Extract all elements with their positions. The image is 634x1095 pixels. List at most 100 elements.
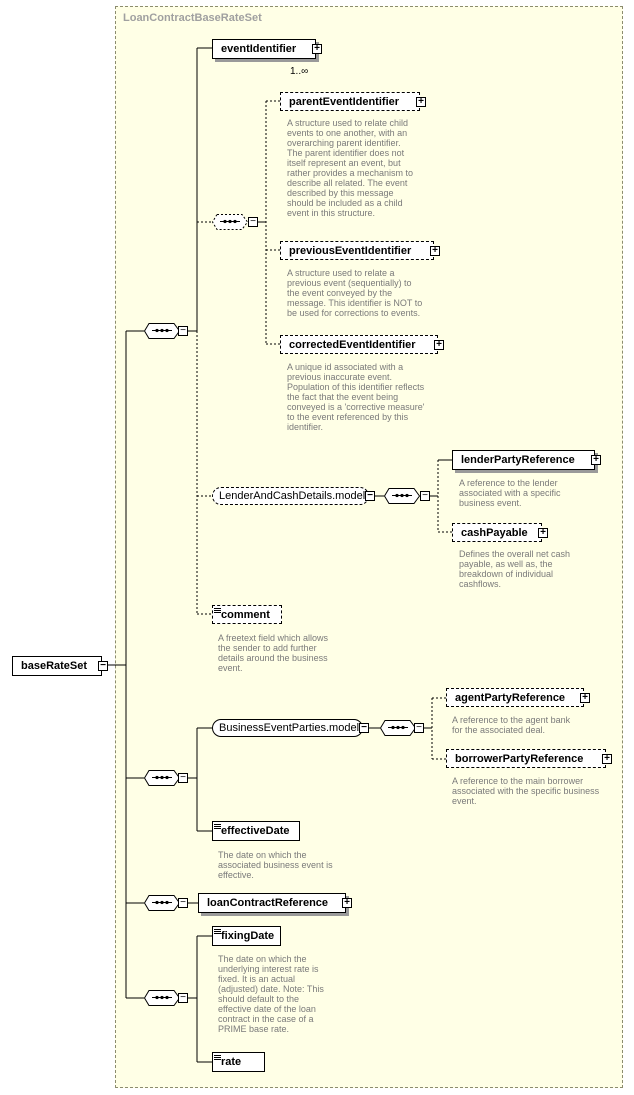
minus-collapse-icon[interactable] bbox=[365, 491, 375, 501]
documentation-line: PRIME base rate. bbox=[218, 1024, 290, 1034]
documentation-line: (adjusted) date. Note: This bbox=[218, 984, 324, 994]
element-borrowerPartyReference[interactable]: borrowerPartyReference bbox=[446, 749, 612, 768]
documentation-line: should default to the bbox=[218, 994, 300, 1004]
documentation-line: associated with a specific bbox=[459, 488, 561, 498]
documentation-line: A reference to the main borrower bbox=[452, 776, 584, 786]
documentation-line: Defines the overall net cash bbox=[459, 549, 571, 559]
documentation-line: cashflows. bbox=[459, 579, 502, 589]
choice-compositor[interactable]: − bbox=[212, 214, 260, 230]
documentation-line: payable, as well as, the bbox=[459, 559, 553, 569]
annotation-icon bbox=[214, 823, 221, 830]
plus-expand-icon[interactable] bbox=[434, 339, 444, 350]
group-BusinessEventParties-model[interactable]: BusinessEventParties.model bbox=[212, 719, 369, 737]
element-previousEventIdentifier[interactable]: previousEventIdentifier bbox=[280, 241, 440, 260]
group-LenderAndCashDetails-model[interactable]: LenderAndCashDetails.model bbox=[212, 487, 375, 505]
plus-expand-icon[interactable] bbox=[416, 96, 426, 107]
element-label: fixingDate bbox=[221, 930, 275, 942]
documentation-line: associated with the specific business bbox=[452, 786, 600, 796]
documentation-line: the fact that the event being bbox=[287, 392, 399, 402]
plus-expand-icon[interactable] bbox=[602, 753, 612, 764]
plus-expand-icon[interactable] bbox=[342, 898, 352, 908]
plus-expand-icon[interactable] bbox=[591, 455, 601, 465]
documentation-line: effective date of the loan bbox=[218, 1004, 316, 1014]
annotation-icon bbox=[214, 928, 221, 935]
documentation-line: effective. bbox=[218, 870, 254, 880]
element-comment[interactable]: comment bbox=[212, 605, 282, 624]
root-element-baseRateSet[interactable]: baseRateSet bbox=[12, 656, 108, 676]
element-label: borrowerPartyReference bbox=[455, 752, 584, 765]
documentation-line: identifier. bbox=[287, 422, 324, 432]
element-label: previousEventIdentifier bbox=[289, 244, 412, 257]
documentation-line: the event conveyed by the bbox=[287, 288, 393, 298]
sequence-compositor-4[interactable]: − bbox=[144, 990, 190, 1006]
sequence-compositor-1[interactable]: − bbox=[144, 323, 190, 339]
element-rate[interactable]: rate bbox=[212, 1052, 265, 1072]
plus-expand-icon[interactable] bbox=[580, 692, 590, 703]
element-label: lenderPartyReference bbox=[461, 454, 575, 466]
documentation-line: The parent identifier does not bbox=[287, 148, 405, 158]
documentation-line: overarching parent identifier. bbox=[287, 138, 401, 148]
element-label: rate bbox=[221, 1056, 242, 1068]
element-label: correctedEventIdentifier bbox=[289, 338, 416, 351]
documentation-line: details around the business bbox=[218, 653, 328, 663]
minus-collapse-icon[interactable]: − bbox=[178, 326, 188, 336]
minus-collapse-icon[interactable]: − bbox=[178, 773, 188, 783]
documentation-line: events to one another, with an bbox=[287, 128, 408, 138]
minus-collapse-icon[interactable] bbox=[359, 723, 369, 733]
annotation-icon bbox=[214, 607, 221, 614]
minus-collapse-icon[interactable]: − bbox=[178, 898, 188, 908]
element-effectiveDate[interactable]: effectiveDate bbox=[212, 821, 300, 841]
element-label: effectiveDate bbox=[221, 825, 290, 837]
documentation-line: the sender to add further bbox=[218, 643, 317, 653]
documentation-line: business event. bbox=[459, 498, 522, 508]
element-eventIdentifier[interactable]: eventIdentifier bbox=[212, 39, 322, 59]
element-parentEventIdentifier[interactable]: parentEventIdentifier bbox=[280, 92, 426, 111]
element-label: agentPartyReference bbox=[455, 691, 566, 704]
element-correctedEventIdentifier[interactable]: correctedEventIdentifier bbox=[280, 335, 444, 354]
element-agentPartyReference[interactable]: agentPartyReference bbox=[446, 688, 590, 707]
documentation-line: A structure used to relate child bbox=[287, 118, 409, 128]
documentation-line: itself represent an event, but bbox=[287, 158, 401, 168]
plus-expand-icon[interactable] bbox=[430, 245, 440, 256]
documentation-line: fixed. It is an actual bbox=[218, 974, 296, 984]
minus-collapse-icon[interactable]: − bbox=[178, 993, 188, 1003]
minus-collapse-icon[interactable]: − bbox=[248, 217, 258, 227]
sequence-compositor-lender[interactable]: − bbox=[384, 488, 432, 504]
annotation-icon bbox=[214, 1054, 221, 1061]
documentation-line: contract in the case of a bbox=[218, 1014, 314, 1024]
documentation-line: A structure used to relate a bbox=[287, 268, 395, 278]
sequence-compositor-2[interactable]: − bbox=[144, 770, 190, 786]
sequence-compositor-parties[interactable]: − bbox=[380, 720, 426, 736]
documentation-line: event. bbox=[218, 663, 243, 673]
minus-collapse-icon[interactable]: − bbox=[414, 723, 424, 733]
documentation-line: event. bbox=[452, 796, 477, 806]
element-fixingDate[interactable]: fixingDate bbox=[212, 926, 281, 946]
minus-collapse-icon[interactable] bbox=[98, 661, 108, 671]
minus-collapse-icon[interactable]: − bbox=[420, 491, 430, 501]
frame-title: LoanContractBaseRateSet bbox=[123, 12, 262, 24]
element-label: cashPayable bbox=[461, 526, 528, 539]
plus-expand-icon[interactable] bbox=[538, 527, 548, 538]
documentation-line: to the event referenced by this bbox=[287, 412, 409, 422]
element-label: loanContractReference bbox=[207, 897, 329, 909]
documentation-line: be used for corrections to events. bbox=[287, 308, 421, 318]
documentation-line: The date on which the bbox=[218, 954, 307, 964]
element-label: parentEventIdentifier bbox=[289, 95, 400, 108]
plus-expand-icon[interactable] bbox=[312, 44, 322, 54]
sequence-compositor-3[interactable]: − bbox=[144, 895, 190, 911]
element-cashPayable[interactable]: cashPayable bbox=[452, 523, 548, 542]
documentation-line: conveyed is a 'corrective measure' bbox=[287, 402, 425, 412]
element-loanContractReference[interactable]: loanContractReference bbox=[198, 893, 352, 913]
documentation-line: underlying interest rate is bbox=[218, 964, 319, 974]
documentation-line: breakdown of individual bbox=[459, 569, 554, 579]
element-lenderPartyReference[interactable]: lenderPartyReference bbox=[452, 450, 601, 470]
documentation-line: message. This identifier is NOT to bbox=[287, 298, 423, 308]
group-label: BusinessEventParties.model bbox=[219, 722, 360, 734]
group-label: LenderAndCashDetails.model bbox=[219, 490, 366, 502]
